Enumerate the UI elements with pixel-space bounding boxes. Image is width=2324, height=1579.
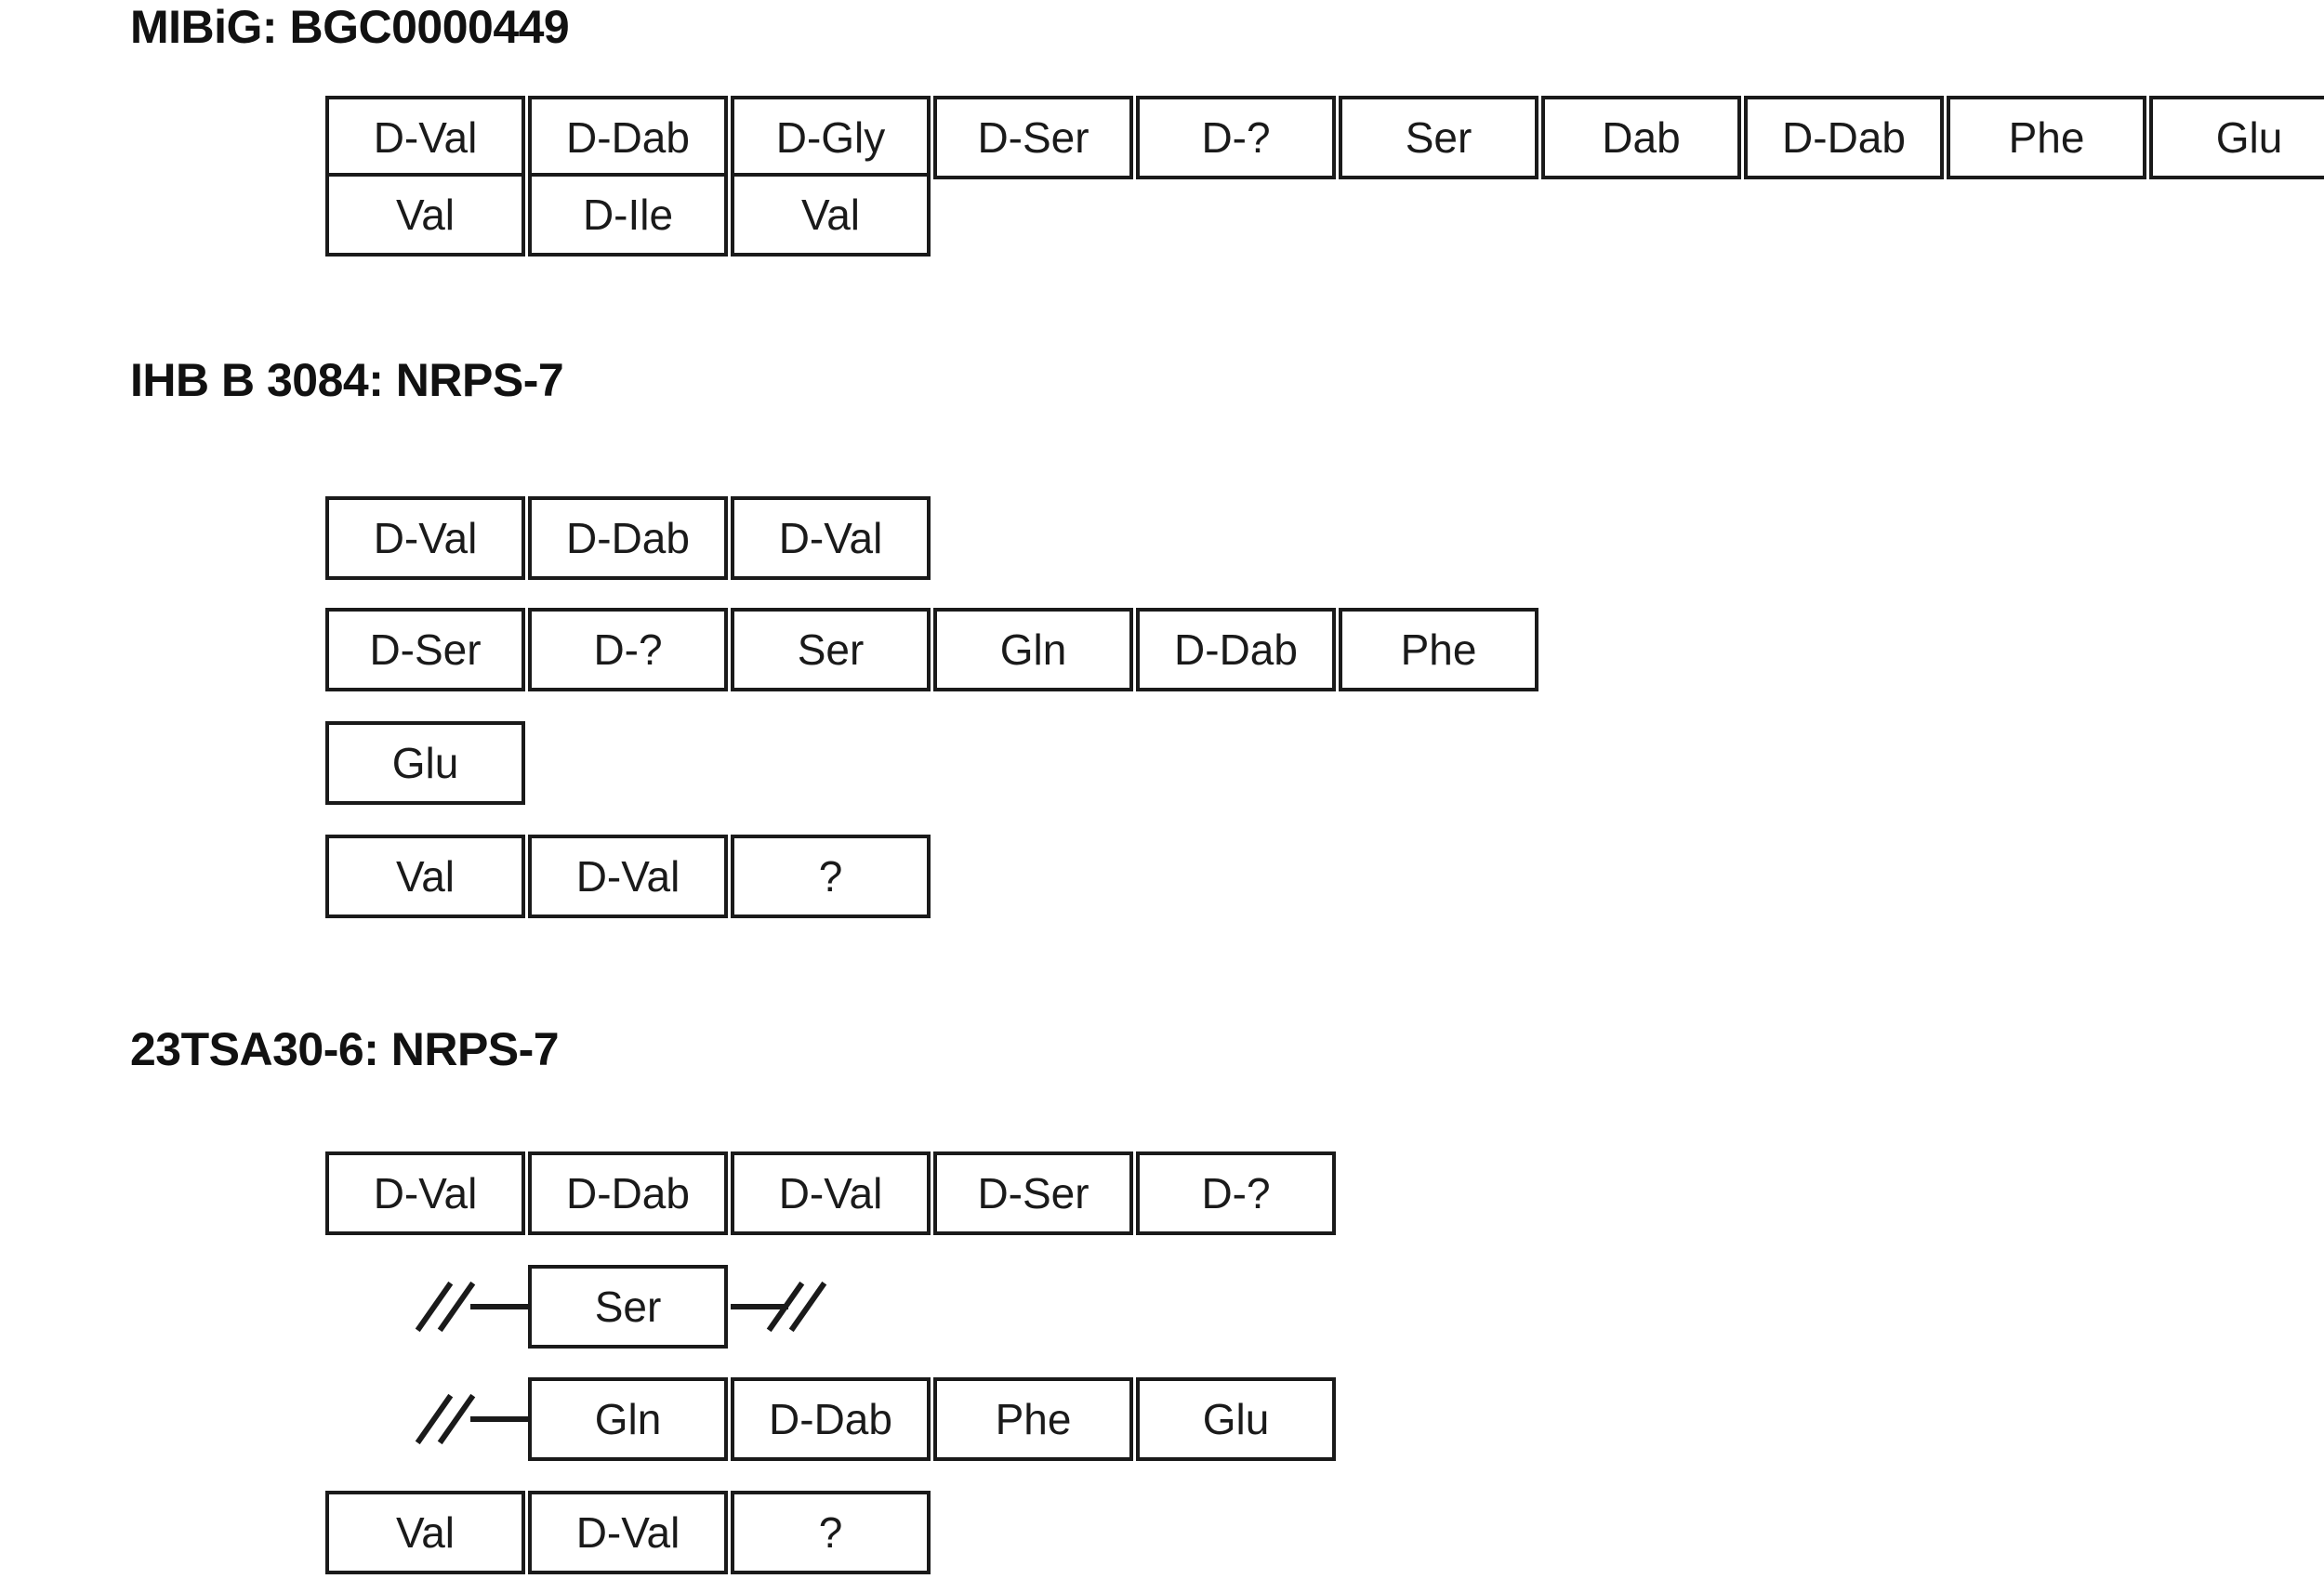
break-connector-line bbox=[470, 1416, 528, 1422]
sequence-break-left-icon bbox=[415, 1265, 528, 1349]
module-box: Glu bbox=[1136, 1377, 1336, 1461]
module-box: D-Dab bbox=[1744, 96, 1944, 179]
sequence-break-left-icon bbox=[415, 1377, 528, 1461]
break-connector-line bbox=[731, 1304, 788, 1309]
module-box: D-Ser bbox=[933, 1151, 1133, 1235]
module-track: Glu bbox=[325, 720, 525, 806]
module-box: Gln bbox=[933, 608, 1133, 691]
module-box: D-Val bbox=[325, 1151, 525, 1235]
module-box: Glu bbox=[2149, 96, 2324, 179]
module-box: Val bbox=[325, 173, 525, 257]
module-box: ? bbox=[731, 835, 931, 918]
module-box: D-Ile bbox=[528, 173, 728, 257]
module-box: D-Val bbox=[325, 496, 525, 580]
module-box: D-Dab bbox=[528, 96, 728, 179]
module-box: D-Val bbox=[731, 496, 931, 580]
module-box: D-Ser bbox=[933, 96, 1133, 179]
module-box: D-Dab bbox=[731, 1377, 931, 1461]
module-box: Val bbox=[325, 835, 525, 918]
module-box: D-Val bbox=[528, 1491, 728, 1574]
module-box: D-? bbox=[528, 608, 728, 691]
module-box: Glu bbox=[325, 721, 525, 805]
module-box: D-Val bbox=[325, 96, 525, 179]
section-title: 23TSA30-6: NRPS-7 bbox=[130, 1023, 560, 1075]
module-box: Gln bbox=[528, 1377, 728, 1461]
module-track: Ser bbox=[415, 1264, 833, 1349]
module-box: D-? bbox=[1136, 96, 1336, 179]
module-box: D-Dab bbox=[528, 496, 728, 580]
module-box: Ser bbox=[528, 1265, 728, 1349]
sequence-break-right-icon bbox=[731, 1265, 833, 1349]
module-box: D-Gly bbox=[731, 96, 931, 179]
module-box: D-? bbox=[1136, 1151, 1336, 1235]
break-connector-line bbox=[470, 1304, 528, 1309]
module-box: D-Val bbox=[528, 835, 728, 918]
module-box: D-Val bbox=[731, 1151, 931, 1235]
section-title: IHB B 3084: NRPS-7 bbox=[130, 354, 564, 406]
module-box: Phe bbox=[933, 1377, 1133, 1461]
module-box: D-Dab bbox=[528, 1151, 728, 1235]
module-box: D-Ser bbox=[325, 608, 525, 691]
module-box: Dab bbox=[1541, 96, 1741, 179]
module-box: Ser bbox=[1339, 96, 1538, 179]
module-box: ? bbox=[731, 1491, 931, 1574]
section-title: MIBiG: BGC0000449 bbox=[130, 1, 570, 53]
module-box: Phe bbox=[1339, 608, 1538, 691]
module-box: Val bbox=[325, 1491, 525, 1574]
module-box: Val bbox=[731, 173, 931, 257]
module-box: Ser bbox=[731, 608, 931, 691]
module-box: Phe bbox=[1947, 96, 2146, 179]
module-box: D-Dab bbox=[1136, 608, 1336, 691]
